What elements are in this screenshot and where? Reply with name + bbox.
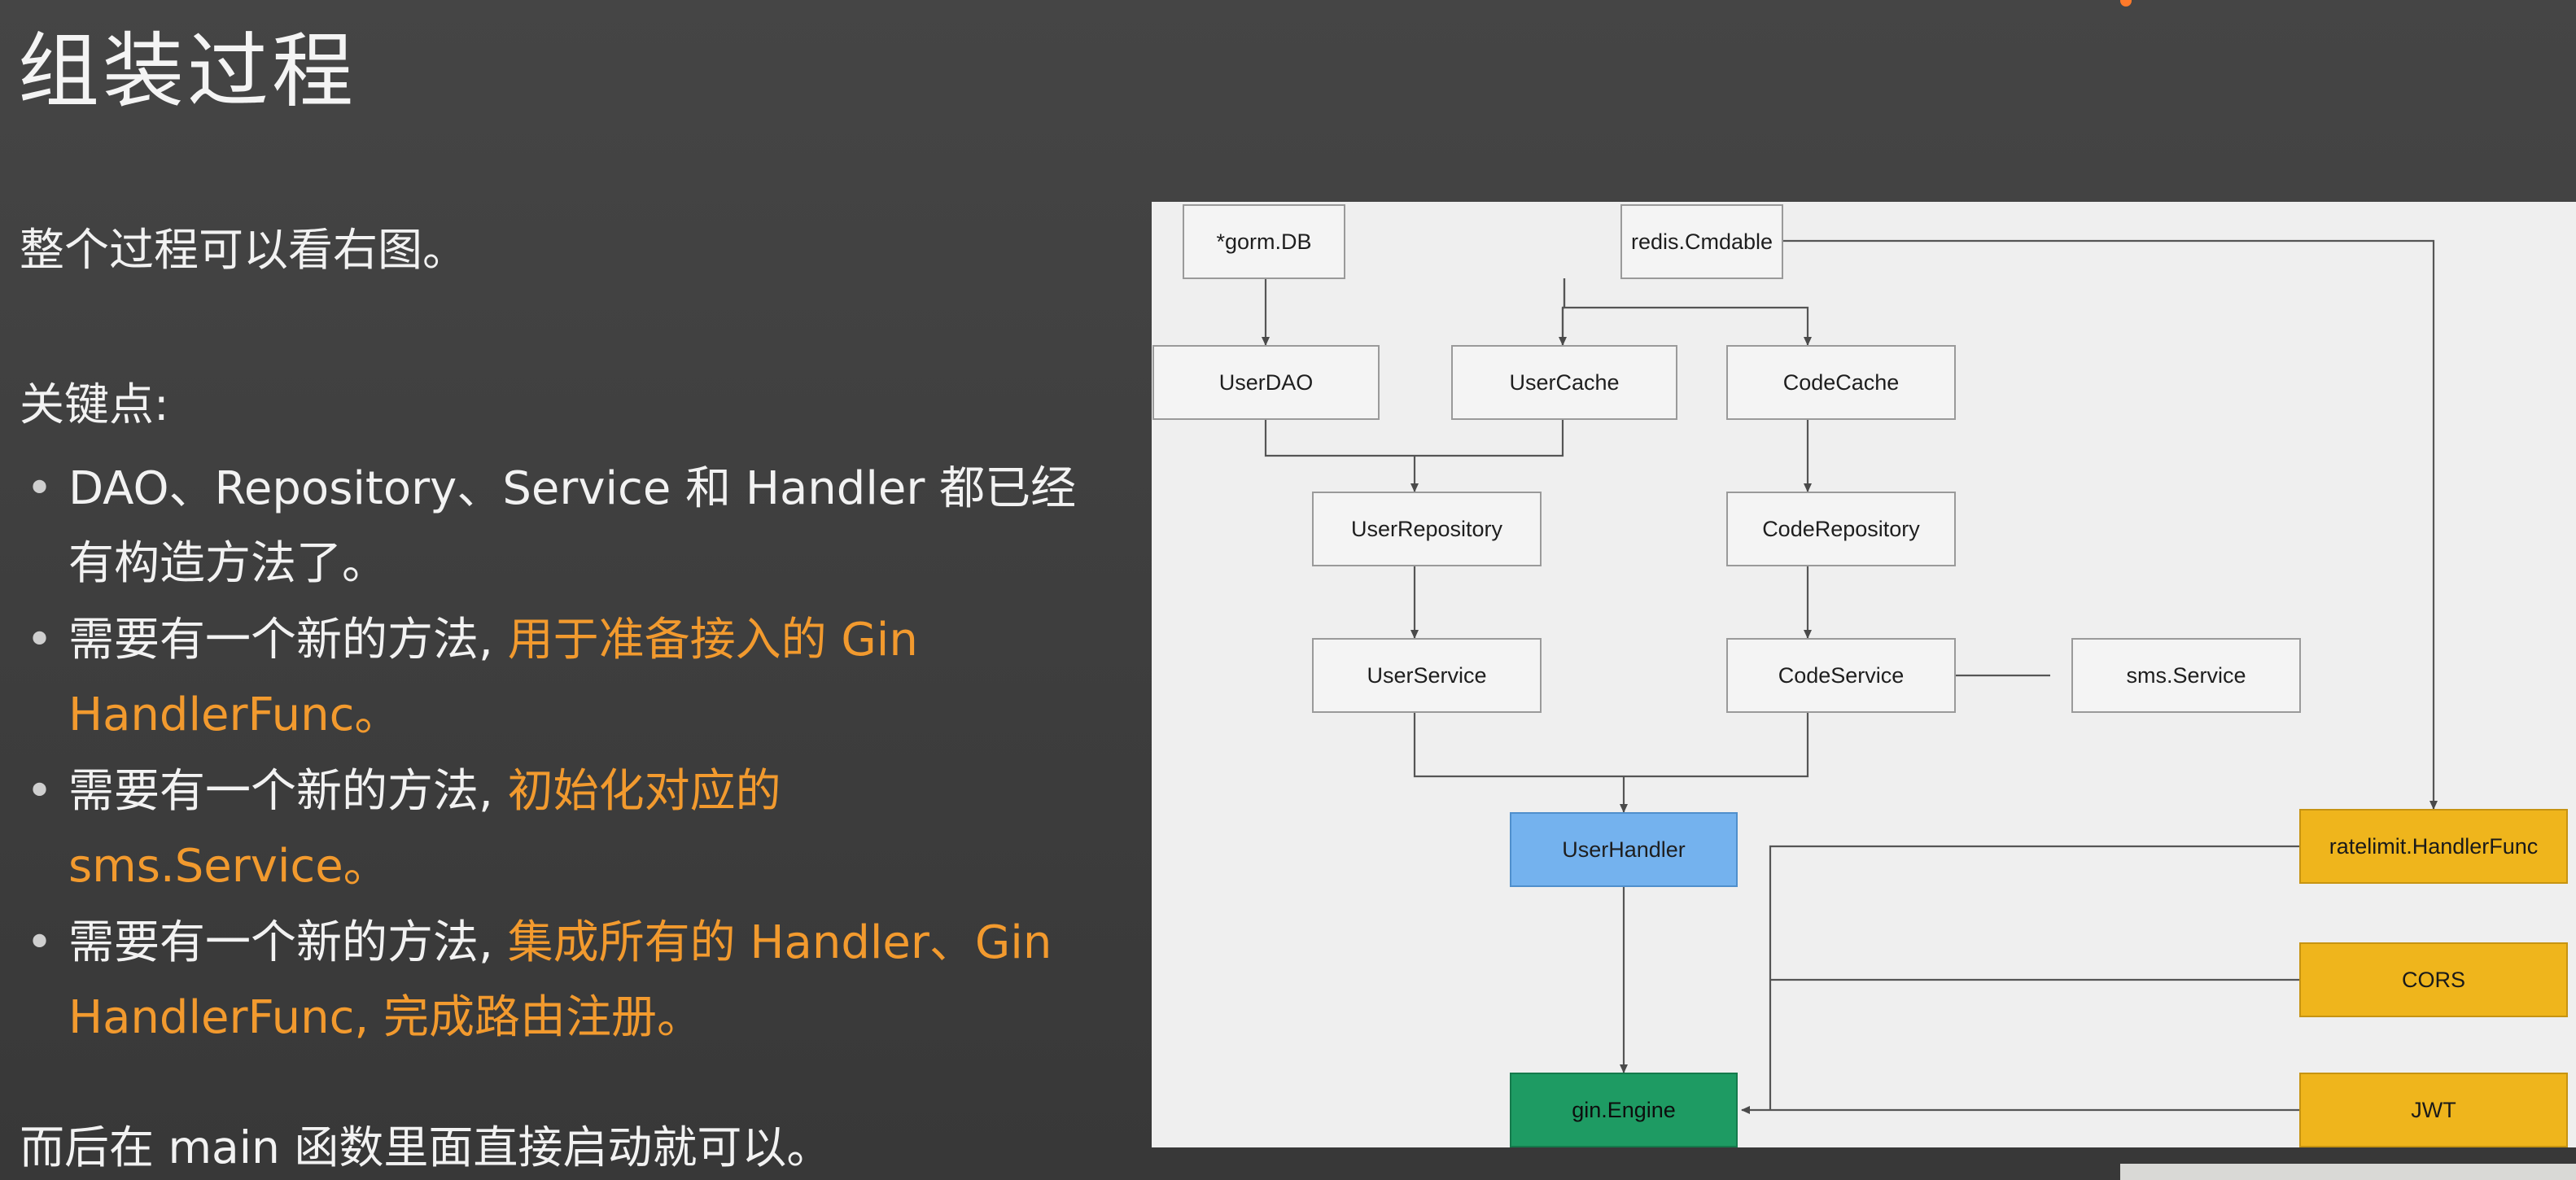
bullet-dot: •: [26, 765, 54, 818]
node-jwt: JWT: [2299, 1073, 2568, 1147]
key-point-1: • DAO、Repository、Service 和 Handler 都已经有构…: [20, 452, 1102, 601]
key-points-heading: 关键点:: [20, 378, 169, 430]
bullet-dot: •: [26, 462, 54, 515]
accent-mark: [2120, 0, 2132, 7]
node-user-cache: UserCache: [1451, 345, 1677, 420]
key-point-highlight: 集成所有的 Handler、Gin HandlerFunc, 完成路由注册。: [68, 916, 1052, 1044]
edge-userdao-userrepo: [1264, 420, 1564, 492]
intro-text: 整个过程可以看右图。: [20, 224, 468, 276]
node-code-service: CodeService: [1726, 638, 1956, 713]
key-point-highlight: 初始化对应的 sms.Service。: [68, 765, 781, 893]
node-user-service: UserService: [1312, 638, 1542, 713]
node-ratelimit-handlerfunc: ratelimit.HandlerFunc: [2299, 809, 2568, 884]
key-point-2: • 需要有一个新的方法, 用于准备接入的 Gin HandlerFunc。: [20, 603, 1102, 753]
slide-title: 组装过程: [18, 24, 356, 119]
key-point-text: 需要有一个新的方法,: [68, 765, 508, 818]
key-point-text: 需要有一个新的方法,: [68, 916, 508, 969]
node-code-cache: CodeCache: [1726, 345, 1956, 420]
node-gin-engine: gin.Engine: [1510, 1073, 1738, 1147]
key-point-highlight: 用于准备接入的 Gin HandlerFunc。: [68, 614, 918, 741]
node-cors: CORS: [2299, 942, 2568, 1017]
key-point-text: DAO、Repository、Service 和 Handler 都已经有构造方…: [68, 462, 1077, 590]
node-user-handler: UserHandler: [1510, 812, 1738, 887]
key-point-4: • 需要有一个新的方法, 集成所有的 Handler、Gin HandlerFu…: [20, 906, 1102, 1055]
key-points-list: • DAO、Repository、Service 和 Handler 都已经有构…: [20, 452, 1102, 1057]
node-sms-service: sms.Service: [2071, 638, 2301, 713]
edge-redis-ratelimit: [1622, 239, 2438, 810]
outro-text: 而后在 main 函数里面直接启动就可以。: [20, 1121, 832, 1173]
node-user-repository: UserRepository: [1312, 492, 1542, 566]
bullet-dot: •: [26, 916, 54, 969]
node-gorm-db: *gorm.DB: [1183, 204, 1345, 279]
node-code-repository: CodeRepository: [1726, 492, 1956, 566]
key-point-3: • 需要有一个新的方法, 初始化对应的 sms.Service。: [20, 754, 1102, 904]
edge-services-userhandler: [1413, 713, 1809, 812]
node-redis-cmdable: redis.Cmdable: [1620, 204, 1783, 279]
edge-redis-caches: [1561, 278, 1808, 345]
node-user-dao: UserDAO: [1152, 345, 1380, 420]
bullet-dot: •: [26, 614, 54, 666]
diagram-connectors: [1262, 239, 2438, 1147]
key-point-text: 需要有一个新的方法,: [68, 614, 508, 666]
dependency-diagram: *gorm.DB redis.Cmdable UserDAO UserCache…: [1152, 202, 2576, 1147]
edge-middleware-gin: [1742, 845, 2304, 1110]
presenter-video-corner: [2120, 1164, 2576, 1180]
